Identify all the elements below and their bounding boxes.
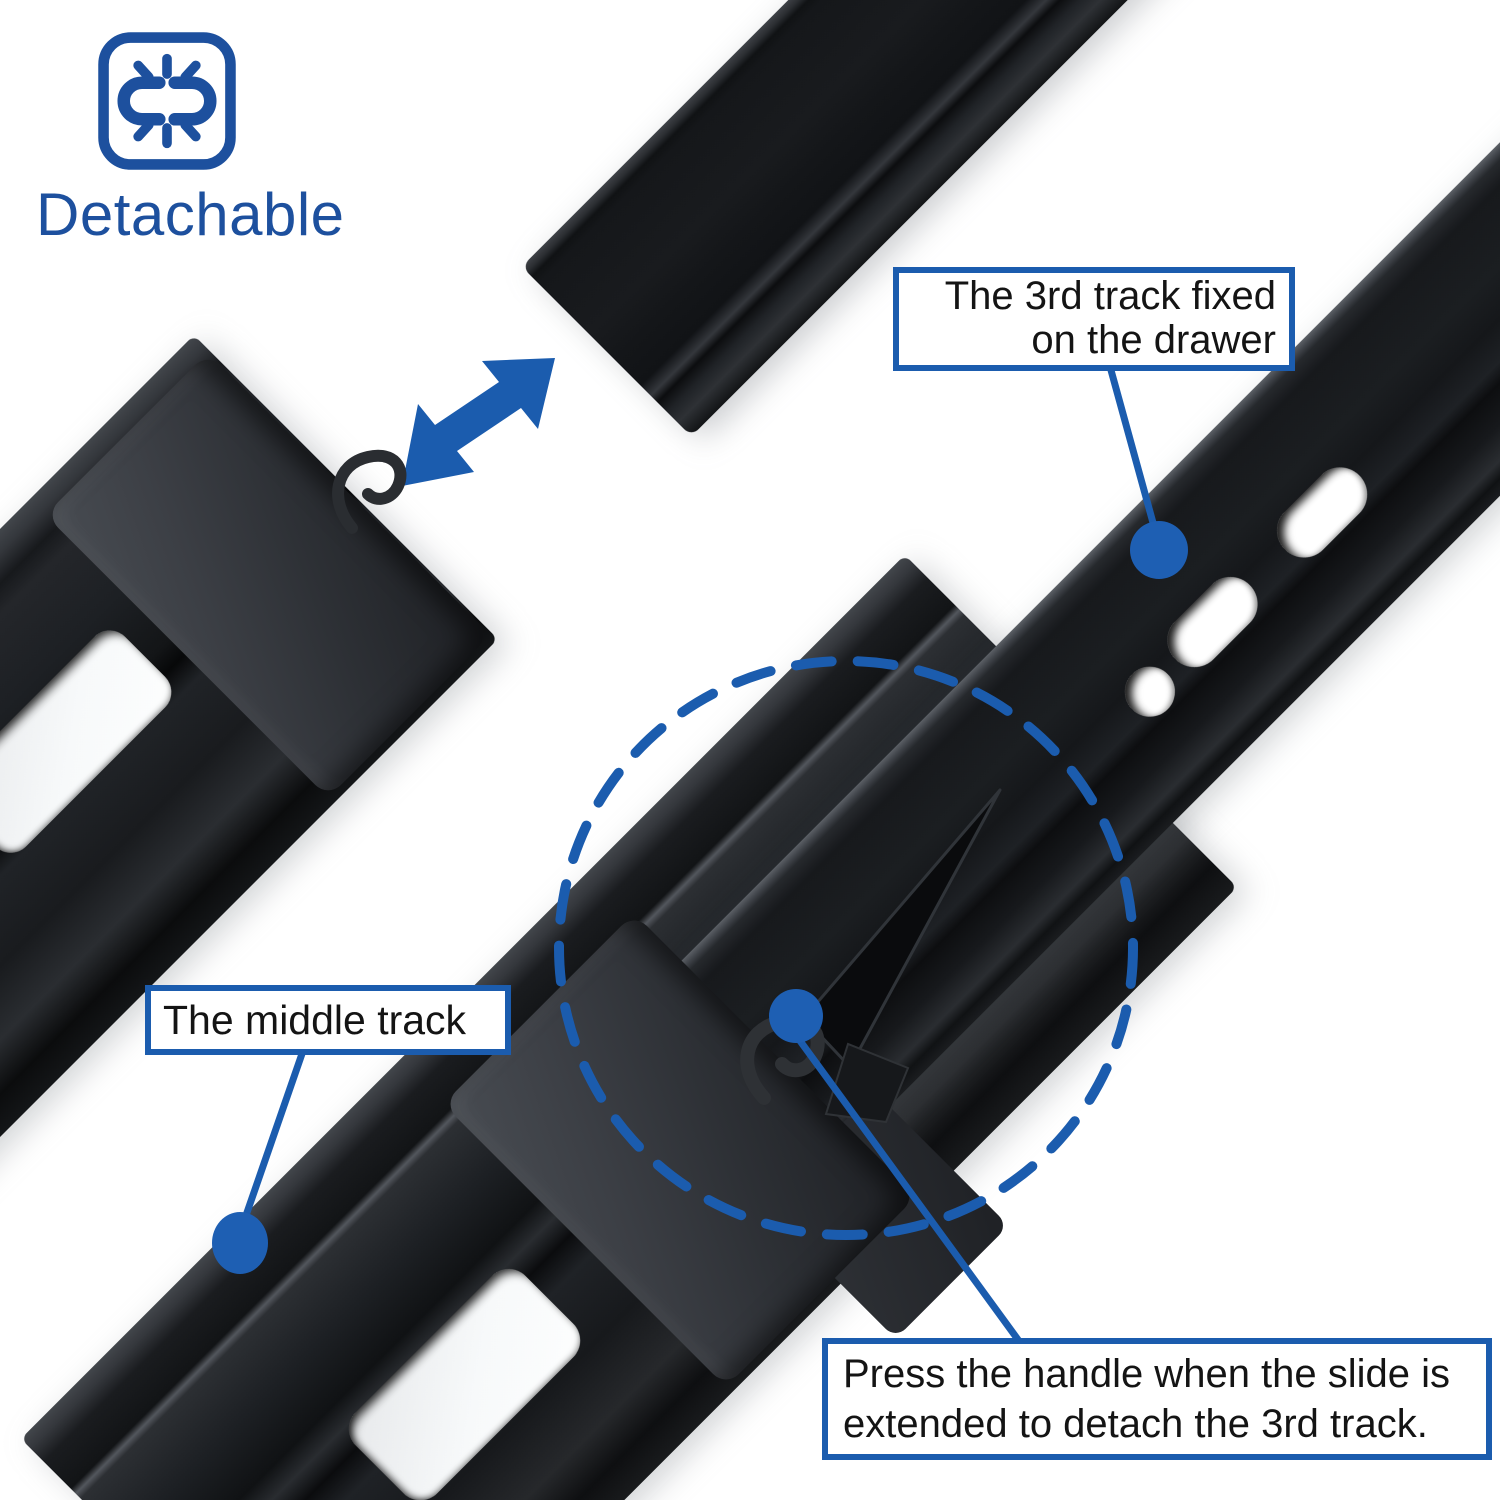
callout-line: The middle track [163, 997, 467, 1043]
callout-line: on the drawer [1031, 318, 1276, 362]
highlight-circle [554, 656, 1138, 1240]
marker-dot-third-track [1130, 521, 1188, 579]
slide-direction-arrow-icon [402, 358, 555, 486]
latch-hook-icon [332, 449, 407, 534]
callout-line: extended to detach the 3rd track. [843, 1402, 1428, 1446]
callout-press-handle: Press the handle when the slide is exten… [822, 1338, 1492, 1460]
release-lever-blade [802, 788, 1002, 1069]
leader-line-middle-track [239, 1046, 308, 1226]
callout-line: Press the handle when the slide is [843, 1352, 1451, 1396]
broken-chain-icon [98, 32, 236, 170]
marker-dot-press-handle [769, 989, 823, 1043]
callout-line: The 3rd track fixed [944, 274, 1276, 318]
badge-label: Detachable [36, 181, 345, 248]
callout-middle-track: The middle track [145, 985, 511, 1055]
leader-line-press-handle [795, 1035, 1022, 1344]
callout-third-track: The 3rd track fixed on the drawer [893, 267, 1295, 371]
leader-line-third-track [1102, 351, 1159, 531]
marker-dot-middle-track [212, 1212, 268, 1274]
